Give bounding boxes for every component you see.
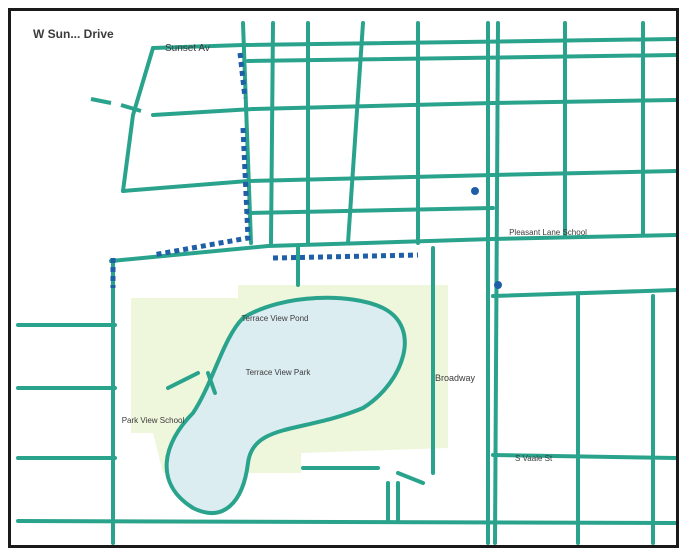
street-v3 (241, 21, 253, 245)
street-h6 (491, 288, 676, 298)
street-v4 (269, 21, 275, 245)
street-h2 (151, 98, 676, 117)
street-h11 (16, 519, 676, 525)
street-h10 (491, 453, 676, 460)
street-h3 (121, 169, 676, 193)
street-h4 (246, 206, 495, 215)
label-w-sunset-drive: W Sun... Drive (33, 27, 114, 41)
street-v6 (346, 21, 365, 245)
map-canvas[interactable]: W Sun... Drive Sunset Av Terrace View Po… (11, 11, 676, 545)
label-sunset-av: Sunset Av (165, 43, 210, 54)
street-sunset-av (151, 37, 676, 50)
street-h5 (109, 233, 676, 263)
map-marker-1 (471, 187, 479, 195)
label-park-view-school: Park View School (122, 416, 185, 425)
dotted-proposed-path (110, 52, 419, 288)
street-h1 (246, 53, 676, 63)
park-walkways (166, 371, 425, 485)
label-terrace-view-pond: Terrace View Pond (242, 314, 309, 323)
map-frame: W Sun... Drive Sunset Av Terrace View Po… (8, 8, 679, 548)
label-pleasant-lane-school: Pleasant Lane School (509, 228, 587, 237)
label-street-right-mid: Broadway (435, 373, 476, 383)
street-fragments (90, 97, 142, 113)
pond (164, 295, 407, 515)
label-terrace-view-park: Terrace View Park (246, 368, 312, 377)
street-v2 (121, 46, 155, 193)
map-marker-2 (494, 281, 502, 289)
label-street-lower-right: S Vaale St (515, 454, 553, 463)
street-network (16, 21, 676, 545)
